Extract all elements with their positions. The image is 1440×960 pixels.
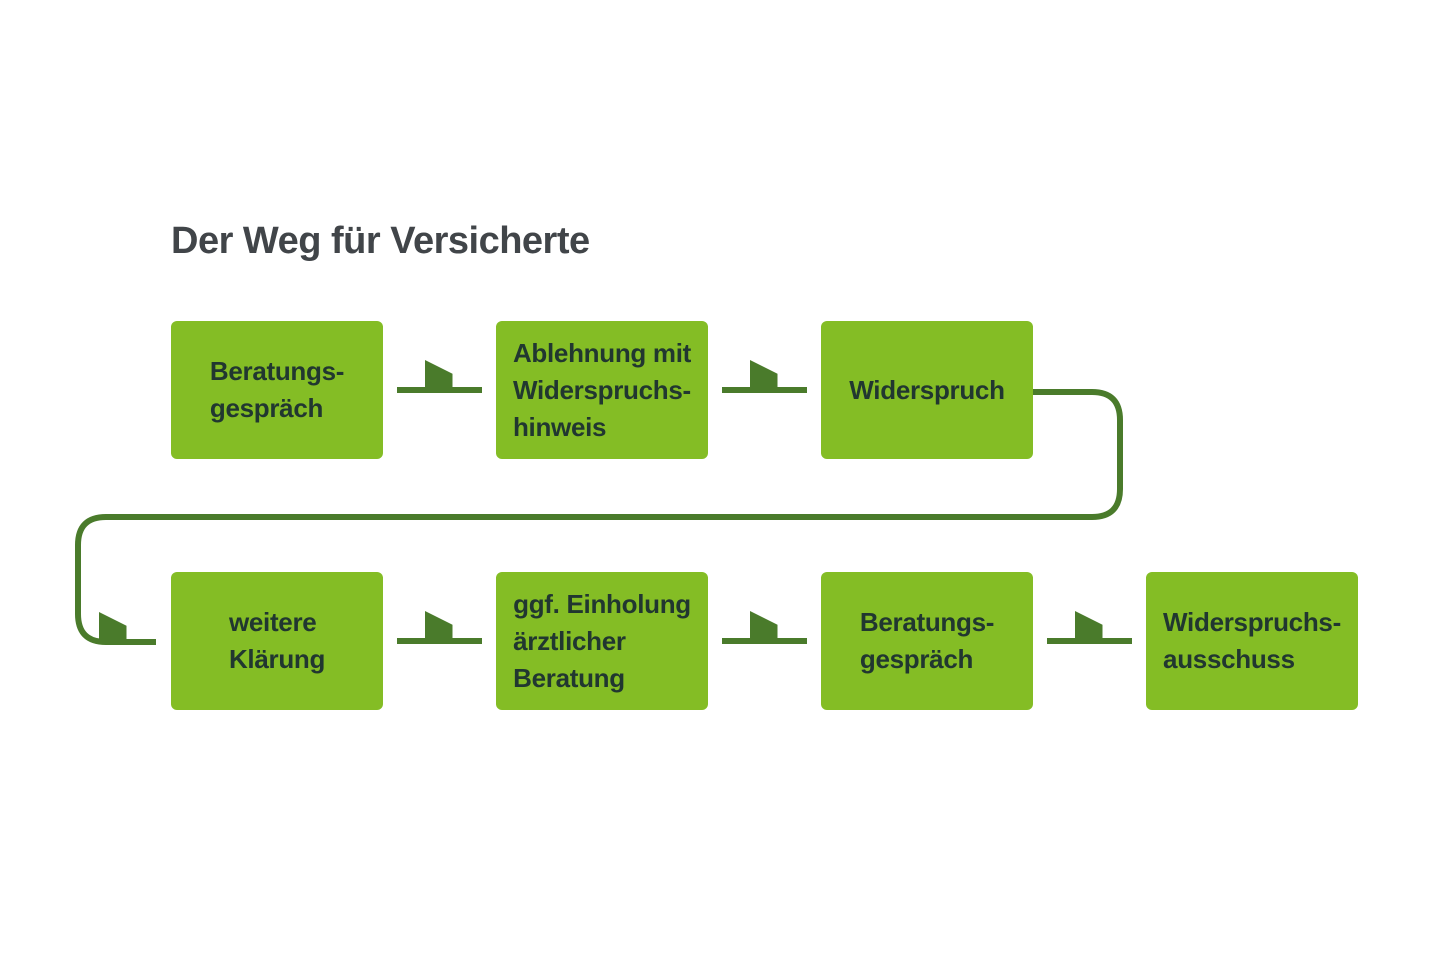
node-beratungsgespraech-1: Beratungs- gespräch xyxy=(171,321,383,459)
arrow-icon-widerspruch-to-weitere-klaerung xyxy=(75,389,1123,645)
node-label: Ablehnung mit Widerspruchs- hinweis xyxy=(512,337,692,442)
node-ablehnung-mit-widerspruchshinweis: Ablehnung mit Widerspruchs- hinweis xyxy=(496,321,708,459)
node-label: Beratungs- gespräch xyxy=(859,607,995,674)
node-widerspruch: Widerspruch xyxy=(821,321,1033,459)
node-label: Beratungs- gespräch xyxy=(209,356,345,423)
node-label: Widerspruch xyxy=(849,374,1005,405)
node-weitere-klaerung: weitere Klärung xyxy=(171,572,383,710)
node-label: ggf. Einholung ärztlicher Beratung xyxy=(513,588,691,693)
page-title: Der Weg für Versicherte xyxy=(171,220,590,262)
node-label: weitere Klärung xyxy=(228,607,326,674)
node-widerspruchsausschuss: Widerspruchs- ausschuss xyxy=(1146,572,1358,710)
node-ggf-einholung-aerztlicher-beratung: ggf. Einholung ärztlicher Beratung xyxy=(496,572,708,710)
node-label: Widerspruchs- ausschuss xyxy=(1163,607,1341,674)
node-beratungsgespraech-2: Beratungs- gespräch xyxy=(821,572,1033,710)
